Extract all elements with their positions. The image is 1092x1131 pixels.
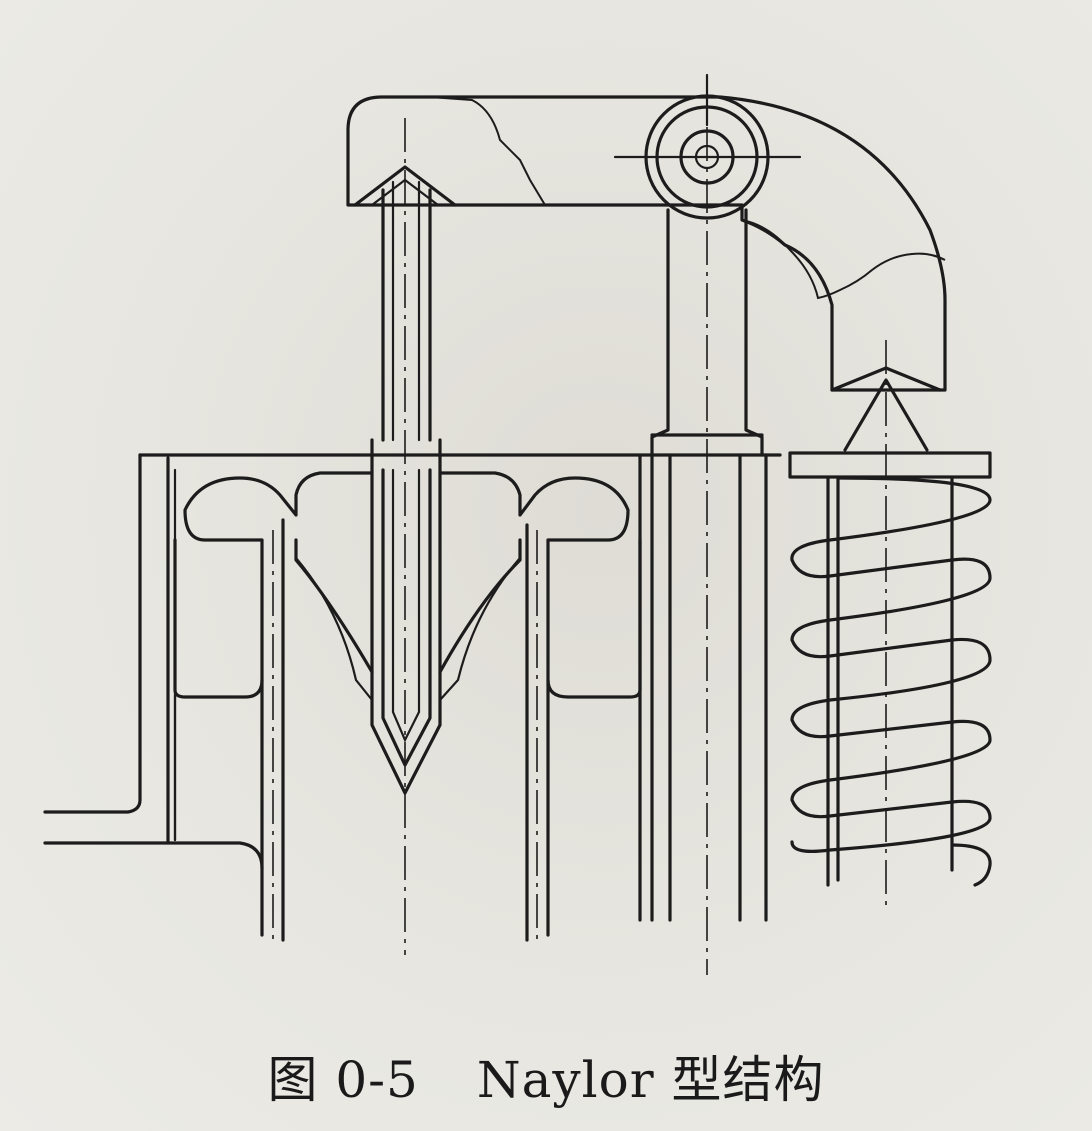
- coil-spring: [788, 366, 992, 887]
- figure-title: Naylor 型结构: [476, 1051, 825, 1109]
- cylinder-head: [43, 453, 782, 922]
- push-rod: [650, 208, 768, 922]
- figure-number: 图 0-5: [267, 1051, 419, 1109]
- figure-caption: 图 0-5 Naylor 型结构: [0, 1040, 1092, 1120]
- top-arm: [346, 95, 947, 392]
- spring-seat-guide: [183, 471, 630, 942]
- valve-stem: [353, 165, 457, 795]
- center-lines: [272, 75, 887, 975]
